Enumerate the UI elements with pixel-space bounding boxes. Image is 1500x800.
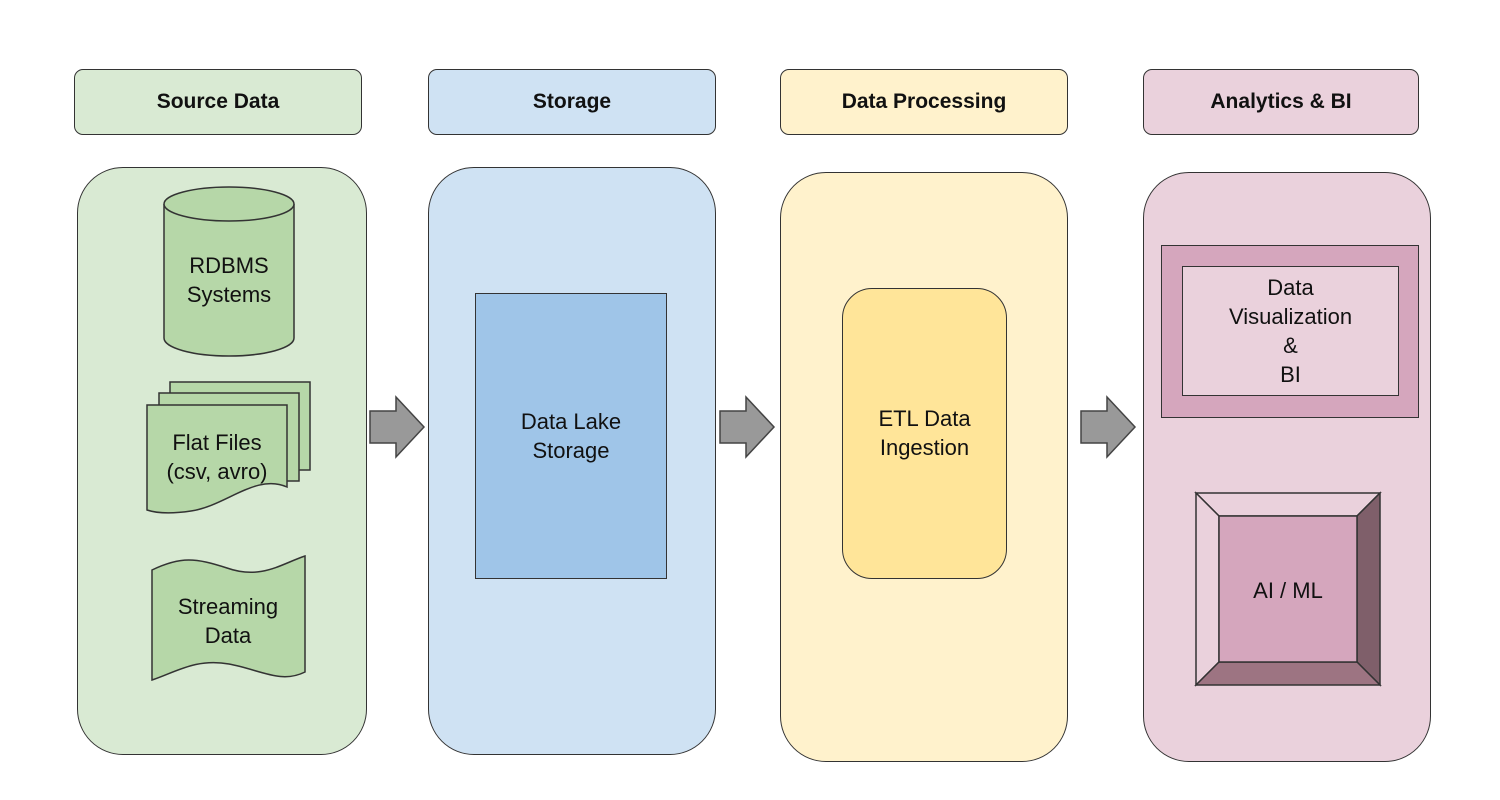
database-cylinder-icon	[163, 186, 295, 357]
etl-ingestion-box	[842, 288, 1007, 579]
ai-ml-label: AI / ML	[1253, 577, 1323, 603]
rdbms-label: RDBMS Systems	[186, 253, 272, 307]
visualization-label: Data Visualization & BI	[1228, 275, 1353, 387]
arrow-right-icon	[369, 395, 426, 459]
data-lake-label: Data Lake Storage	[520, 409, 622, 463]
arrow-right-icon	[719, 395, 776, 459]
ai-ml-bevel-icon	[1194, 491, 1382, 687]
visualization-box	[1182, 266, 1399, 396]
header-storage: Storage	[428, 69, 716, 135]
streaming-data-icon	[151, 554, 306, 682]
flat-files-label: Flat Files (csv, avro)	[166, 430, 268, 484]
header-source-data: Source Data	[74, 69, 362, 135]
header-analytics-bi: Analytics & BI	[1143, 69, 1419, 135]
data-lake-storage-box	[475, 293, 667, 579]
flat-files-icon	[146, 381, 311, 514]
streaming-data-label: Streaming Data	[177, 594, 279, 648]
header-data-processing: Data Processing	[780, 69, 1068, 135]
arrow-right-icon	[1080, 395, 1137, 459]
etl-label: ETL Data Ingestion	[878, 406, 971, 460]
